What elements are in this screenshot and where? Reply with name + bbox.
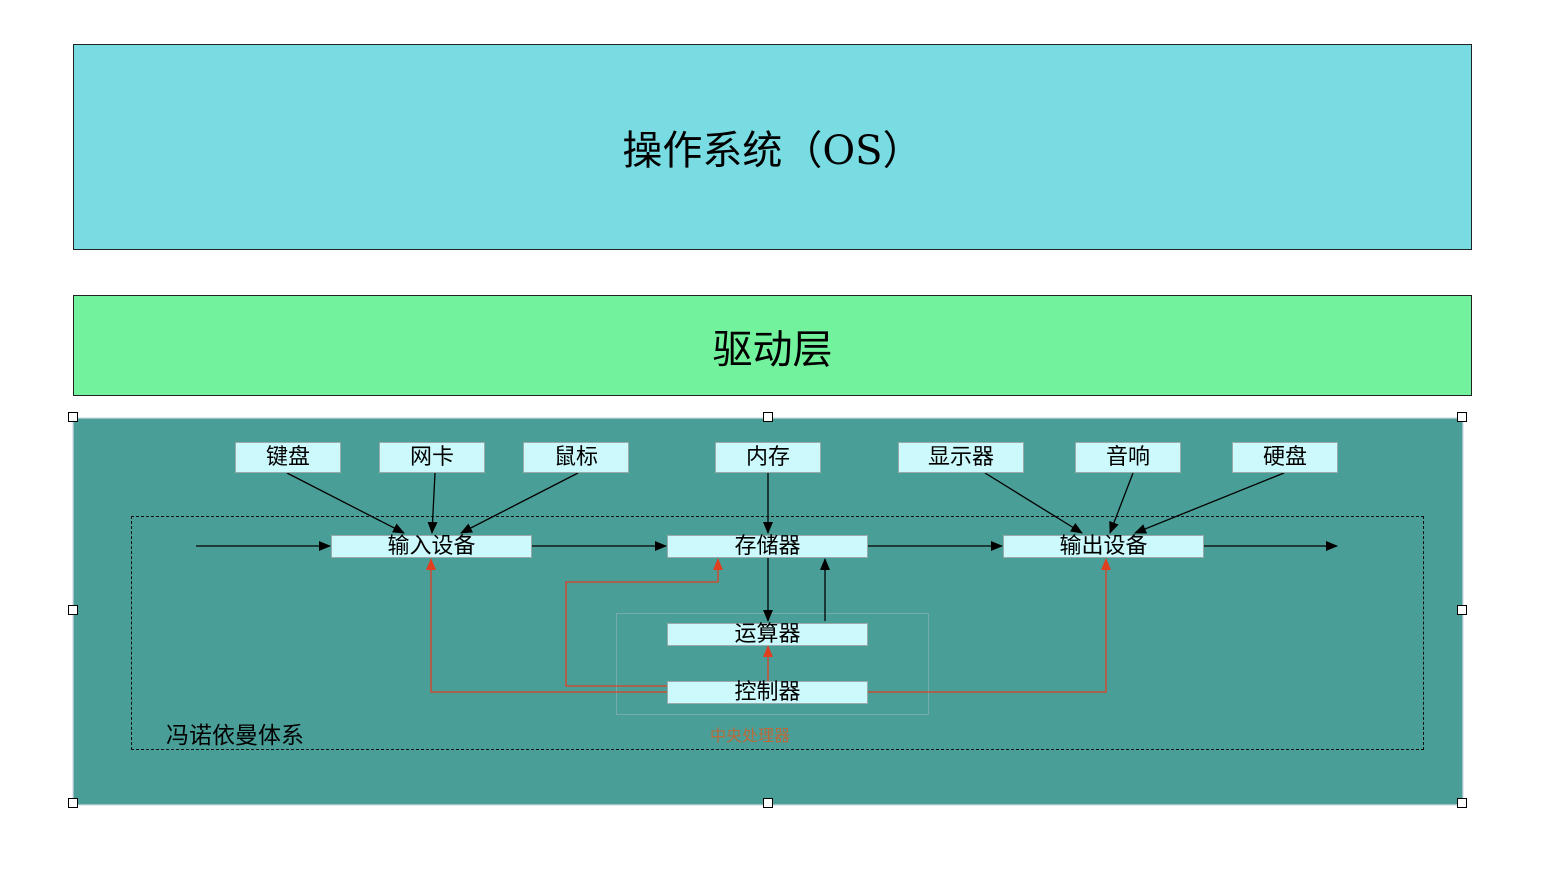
control-to-output-line bbox=[868, 558, 1111, 693]
speaker-box[interactable]: 音响 bbox=[1075, 442, 1181, 473]
control-to-storage-line bbox=[565, 558, 723, 687]
nic-box[interactable]: 网卡 bbox=[379, 442, 485, 473]
alu-box[interactable]: 运算器 bbox=[667, 623, 868, 646]
alu-label: 运算器 bbox=[734, 621, 801, 647]
storage-label: 存储器 bbox=[734, 533, 801, 559]
resize-handle-middle-left[interactable] bbox=[68, 605, 78, 615]
memory-label: 内存 bbox=[745, 444, 790, 470]
driver-layer-label: 驱动层 bbox=[712, 326, 833, 373]
output-device-box[interactable]: 输出设备 bbox=[1003, 535, 1204, 558]
von-neumann-boundary bbox=[131, 516, 1424, 750]
memory-box[interactable]: 内存 bbox=[715, 442, 821, 473]
output-device-label: 输出设备 bbox=[1059, 533, 1148, 559]
control-to-input-line bbox=[426, 558, 668, 693]
resize-handle-top-left[interactable] bbox=[68, 412, 78, 422]
resize-handle-bottom-left[interactable] bbox=[68, 798, 78, 808]
os-layer[interactable]: 操作系统（OS） bbox=[73, 44, 1472, 250]
cpu-label: 中央处理器 bbox=[710, 726, 791, 745]
driver-layer[interactable]: 驱动层 bbox=[73, 295, 1472, 396]
speaker-label: 音响 bbox=[1105, 444, 1150, 470]
keyboard-label: 键盘 bbox=[265, 444, 310, 470]
mouse-box[interactable]: 鼠标 bbox=[523, 442, 629, 473]
arrow-keyboard-to-input bbox=[286, 472, 405, 534]
arrow-mouse-to-input bbox=[460, 472, 579, 534]
von-neumann-title: 冯诺依曼体系 bbox=[166, 723, 304, 749]
storage-box[interactable]: 存储器 bbox=[667, 535, 868, 558]
disk-box[interactable]: 硬盘 bbox=[1232, 442, 1338, 473]
input-device-box[interactable]: 输入设备 bbox=[331, 535, 532, 558]
resize-handle-bottom-center[interactable] bbox=[763, 798, 773, 808]
resize-handle-top-center[interactable] bbox=[763, 412, 773, 422]
input-device-label: 输入设备 bbox=[387, 533, 476, 559]
os-layer-label: 操作系统（OS） bbox=[622, 128, 923, 174]
resize-handle-top-right[interactable] bbox=[1457, 412, 1467, 422]
resize-handle-bottom-right[interactable] bbox=[1457, 798, 1467, 808]
control-unit-box[interactable]: 控制器 bbox=[667, 681, 868, 704]
nic-label: 网卡 bbox=[409, 444, 454, 470]
arrow-display-to-output bbox=[984, 472, 1083, 534]
disk-label: 硬盘 bbox=[1262, 444, 1307, 470]
control-unit-label: 控制器 bbox=[734, 679, 801, 705]
arrow-speaker-to-output bbox=[1109, 472, 1134, 534]
arrow-disk-to-output bbox=[1134, 472, 1285, 534]
mouse-label: 鼠标 bbox=[553, 444, 598, 470]
resize-handle-middle-right[interactable] bbox=[1457, 605, 1467, 615]
display-box[interactable]: 显示器 bbox=[898, 442, 1024, 473]
display-label: 显示器 bbox=[927, 444, 994, 470]
arrow-nic-to-input bbox=[427, 472, 438, 534]
keyboard-box[interactable]: 键盘 bbox=[235, 442, 341, 473]
